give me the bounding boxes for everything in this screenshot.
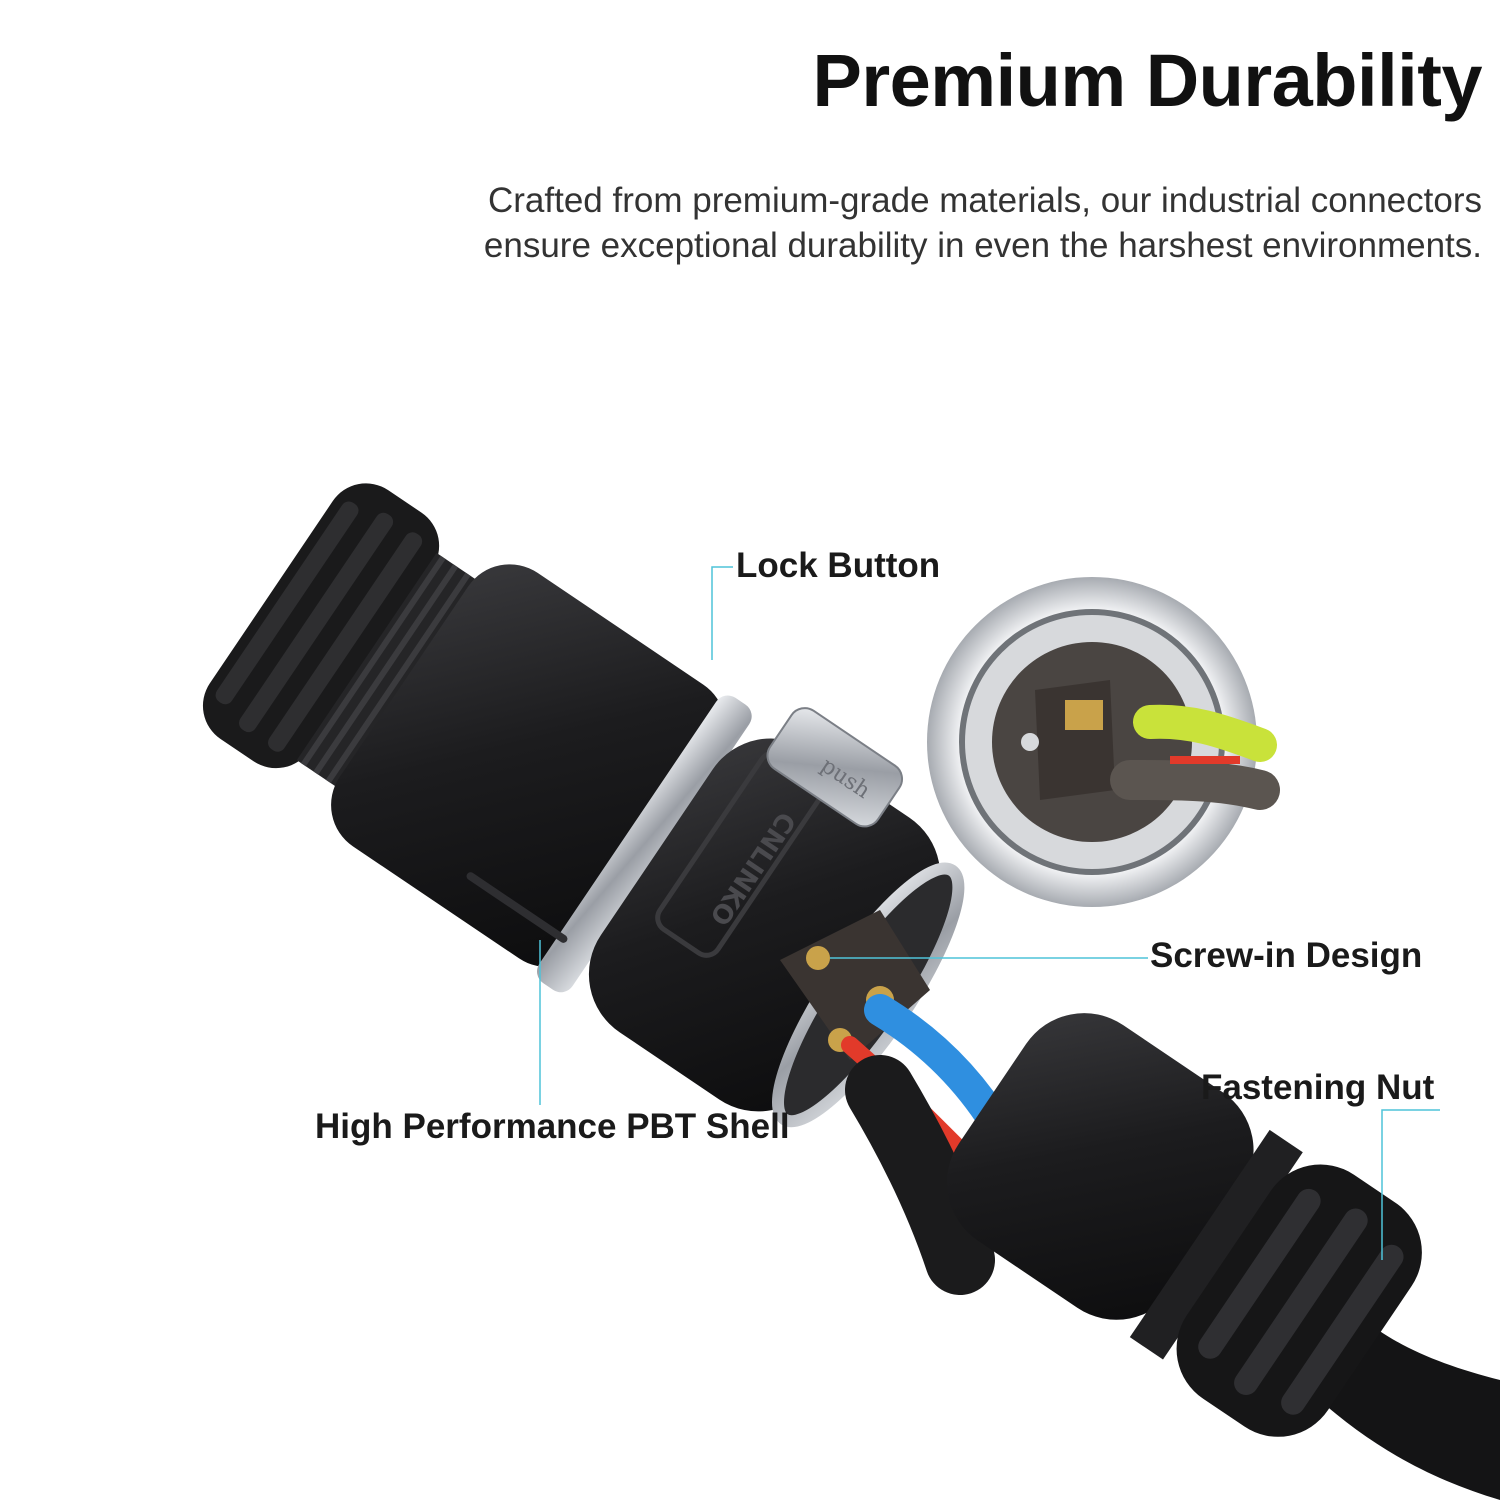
page-title: Premium Durability bbox=[812, 39, 1482, 122]
closeup-inset bbox=[927, 577, 1280, 907]
leader-fastening-nut bbox=[1381, 1109, 1440, 1260]
page-description: Crafted from premium-grade materials, ou… bbox=[484, 178, 1482, 268]
callout-fastening-nut: Fastening Nut bbox=[1201, 1068, 1435, 1107]
callout-pbt-shell: High Performance PBT Shell bbox=[315, 1107, 790, 1146]
metal-collar bbox=[537, 695, 752, 993]
fastening-nut bbox=[946, 1013, 1422, 1437]
callout-screw-in-design: Screw-in Design bbox=[1150, 936, 1423, 975]
callout-lock-button: Lock Button bbox=[736, 546, 941, 585]
leader-lines bbox=[539, 566, 1440, 1260]
description-line-1: Crafted from premium-grade materials, ou… bbox=[488, 181, 1482, 220]
lock-button[interactable] bbox=[761, 702, 908, 833]
leader-lock-button bbox=[711, 566, 733, 660]
description-line-2: ensure exceptional durability in even th… bbox=[483, 226, 1482, 265]
connector-body: CNLINKO push bbox=[202, 483, 965, 1128]
